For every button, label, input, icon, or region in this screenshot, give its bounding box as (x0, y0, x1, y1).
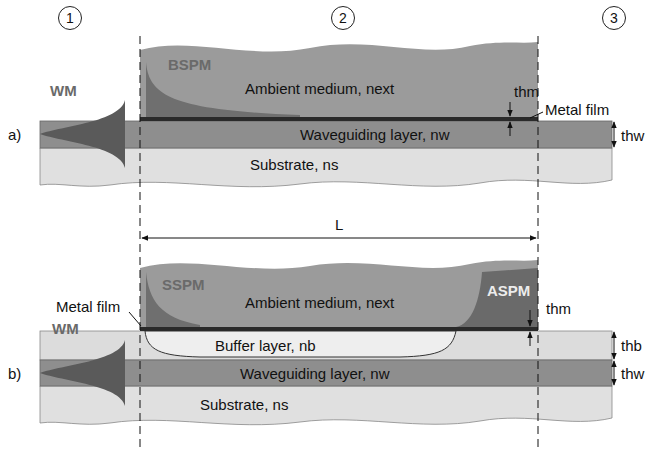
substrate (40, 148, 612, 187)
thickness-arrow (510, 102, 511, 116)
callout-number: 2 (339, 10, 347, 27)
buffer-layer-band: Buffer layer, nb (40, 331, 612, 360)
mode-label: ASPM (487, 282, 530, 299)
layer-label: Waveguiding layer, nw (240, 365, 390, 382)
mode-label: WM (50, 82, 77, 99)
region-number: 1 (58, 6, 82, 30)
dimension-label: thw (621, 365, 644, 382)
mode-label: BSPM (168, 56, 211, 73)
dimension-label: thm (546, 300, 571, 317)
substrate-band: Substrate, ns (40, 386, 612, 420)
thickness-arrow (530, 332, 531, 346)
ambient-medium (140, 260, 538, 327)
thickness-arrow (614, 332, 615, 359)
waveguiding-layer (40, 121, 612, 148)
callout-number: 1 (66, 10, 74, 27)
metal-film (140, 117, 538, 121)
layer-label: Waveguiding layer, nw (300, 126, 450, 143)
waveguiding-layer-band: Waveguiding layer, nw (40, 121, 612, 148)
thickness-arrow (530, 310, 531, 326)
substrate (40, 386, 612, 425)
thickness-arrow (614, 361, 615, 385)
dimension-label: thb (621, 337, 642, 354)
waveguiding-layer-band: Waveguiding layer, nw (40, 360, 612, 386)
region-number: 3 (602, 6, 626, 30)
dimension-label: thw (621, 127, 644, 144)
mode-label: SSPM (162, 276, 205, 293)
layer-label: Ambient medium, next (245, 294, 394, 311)
leader-line (129, 312, 141, 326)
thickness-arrow (614, 122, 615, 147)
layer-label: Buffer layer, nb (215, 337, 316, 354)
region-number: 2 (331, 6, 355, 30)
buffer-layer (40, 331, 612, 360)
wm-profile (40, 340, 125, 406)
mode-label: WM (52, 320, 79, 337)
aspm-profile (456, 268, 538, 327)
leader-line (530, 112, 543, 118)
layer-label: Substrate, ns (200, 396, 288, 413)
region-boundary (140, 36, 141, 448)
callout-number: 3 (610, 10, 618, 27)
part-label: a) (8, 126, 21, 143)
part-label: Metal film (56, 298, 120, 315)
part-label: Metal film (545, 101, 609, 118)
sspm-profile (145, 331, 456, 357)
substrate-band: Substrate, ns (40, 148, 612, 180)
dimension-label: L (335, 216, 343, 233)
ambient-medium (140, 42, 538, 118)
waveguiding-layer (40, 360, 612, 386)
part-label: b) (8, 365, 21, 382)
wm-profile (40, 100, 125, 168)
metal-film (140, 327, 538, 331)
layer-label: Substrate, ns (250, 156, 338, 173)
layer-label: Ambient medium, next (245, 80, 394, 97)
dimension-label: thm (514, 83, 539, 100)
thickness-arrow (510, 122, 511, 136)
length-arrow (142, 238, 536, 239)
